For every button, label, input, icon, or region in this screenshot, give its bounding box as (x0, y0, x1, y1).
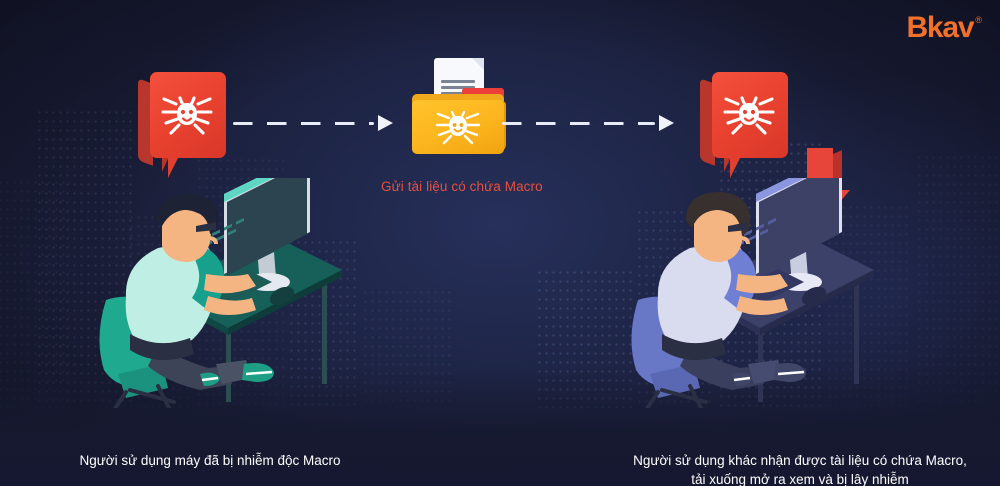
right-caption-line1: Người sử dụng khác nhận được tài liệu có… (633, 452, 967, 468)
bug-speech-bubble-icon (138, 72, 230, 180)
transfer-label: Gửi tài liệu có chứa Macro (381, 178, 543, 194)
dashed-arrow-right-segment (502, 115, 674, 131)
infected-document-folder-icon (412, 58, 508, 158)
victim-user-workstation (628, 101, 888, 424)
registered-mark: ® (975, 15, 982, 25)
dashed-arrow-left-segment (233, 115, 393, 131)
right-caption-line2: tải xuống mở ra xem và bị lây nhiễm (691, 471, 909, 486)
bkav-wordmark: Bkav (906, 11, 974, 44)
infected-user-workstation (96, 101, 356, 424)
left-caption: Người sử dụng máy đã bị nhiễm độc Macro (79, 452, 341, 468)
right-caption: Người sử dụng khác nhận được tài liệu có… (600, 451, 1000, 486)
bug-speech-bubble-icon (700, 72, 792, 180)
bkav-logo[interactable]: Bkav ® (906, 13, 982, 43)
